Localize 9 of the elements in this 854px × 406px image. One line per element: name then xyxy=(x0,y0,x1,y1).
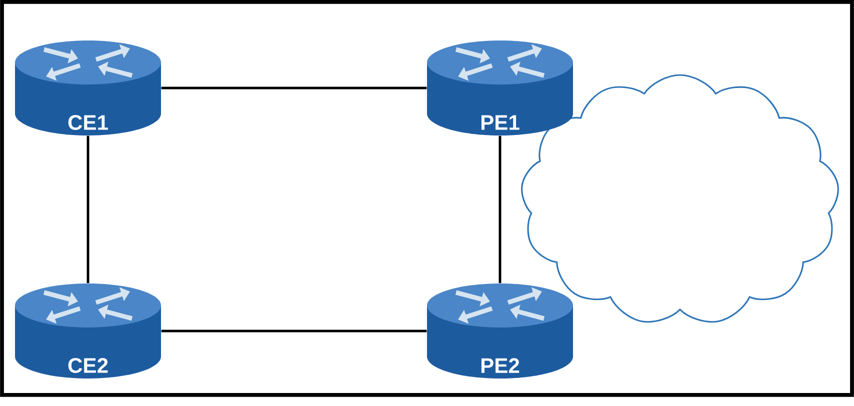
connection-line xyxy=(498,136,502,284)
router: CE2 xyxy=(15,284,161,378)
router: PE1 xyxy=(427,40,573,136)
connection-line xyxy=(86,136,90,284)
connection-line xyxy=(161,86,427,90)
cloud xyxy=(521,74,839,323)
connection-line xyxy=(161,330,427,332)
router: PE2 xyxy=(427,284,573,378)
router: CE1 xyxy=(15,40,161,136)
